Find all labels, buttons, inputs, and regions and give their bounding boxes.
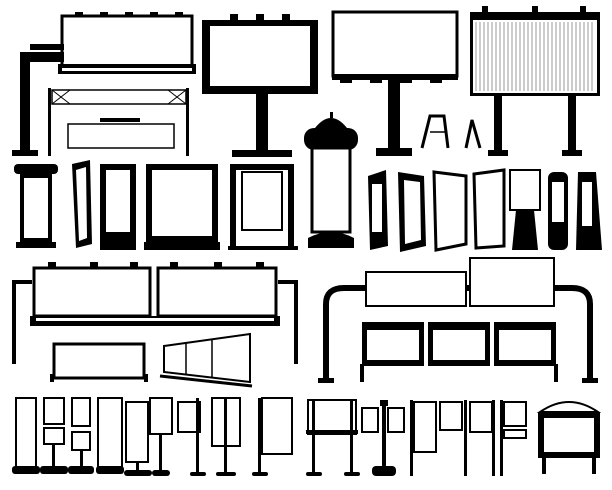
wide-billboard-icon (331, 10, 459, 156)
slatted-billboard-icon (470, 6, 600, 156)
citylight-display-icons (14, 160, 602, 252)
arched-billboard-gantry-icon (318, 257, 598, 383)
advertising-column-icon (304, 112, 358, 248)
billboard-with-stairs-icon (12, 12, 196, 156)
a-frame-signs-icon (420, 114, 482, 149)
framed-billboard-icon (202, 14, 318, 157)
standing-banner-icons (12, 397, 602, 476)
tri-billboard-gantry-icon (12, 262, 298, 388)
overhead-banner-frame-icon (48, 88, 189, 156)
